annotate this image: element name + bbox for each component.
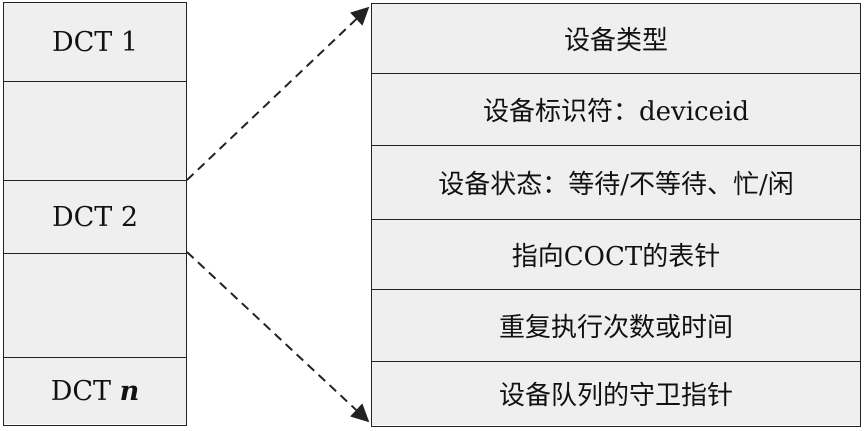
dct-entry-blank-2 (4, 254, 186, 358)
field-retry-count: 重复执行次数或时间 (372, 290, 860, 362)
dct-detail-table: 设备类型 设备标识符：deviceid 设备状态：等待/不等待、忙/闲 指向CO… (371, 3, 861, 427)
field-coct-pointer-label: 指向COCT的表针 (511, 242, 721, 272)
dct-entry-n-label: DCT (50, 375, 120, 407)
field-queue-guard-pointer: 设备队列的守卫指针 (372, 362, 860, 425)
field-coct-pointer: 指向COCT的表针 (372, 220, 860, 290)
field-retry-count-label: 重复执行次数或时间 (498, 313, 733, 343)
dct-table: DCT 1 DCT 2 DCT n (3, 2, 187, 426)
dct-entry-2: DCT 2 (4, 181, 186, 254)
dct-entry-1: DCT 1 (4, 3, 186, 82)
dct-entry-1-label: DCT 1 (51, 26, 139, 58)
upper-dashed-arrow (186, 6, 370, 181)
field-queue-guard-pointer-label: 设备队列的守卫指针 (498, 381, 733, 411)
dct-entry-blank-1 (4, 82, 186, 181)
field-device-status: 设备状态：等待/不等待、忙/闲 (372, 146, 860, 220)
dct-entry-n-variable: n (119, 375, 140, 407)
field-device-status-label: 设备状态：等待/不等待、忙/闲 (438, 170, 794, 200)
dct-entry-n: DCT n (4, 358, 186, 424)
field-device-type: 设备类型 (372, 4, 860, 74)
dct-entry-2-label: DCT 2 (51, 201, 139, 233)
field-device-type-label: 设备类型 (563, 26, 668, 56)
field-device-id-label: 设备标识符：deviceid (483, 97, 749, 127)
lower-dashed-arrow (186, 251, 370, 423)
field-device-id: 设备标识符：deviceid (372, 74, 860, 146)
